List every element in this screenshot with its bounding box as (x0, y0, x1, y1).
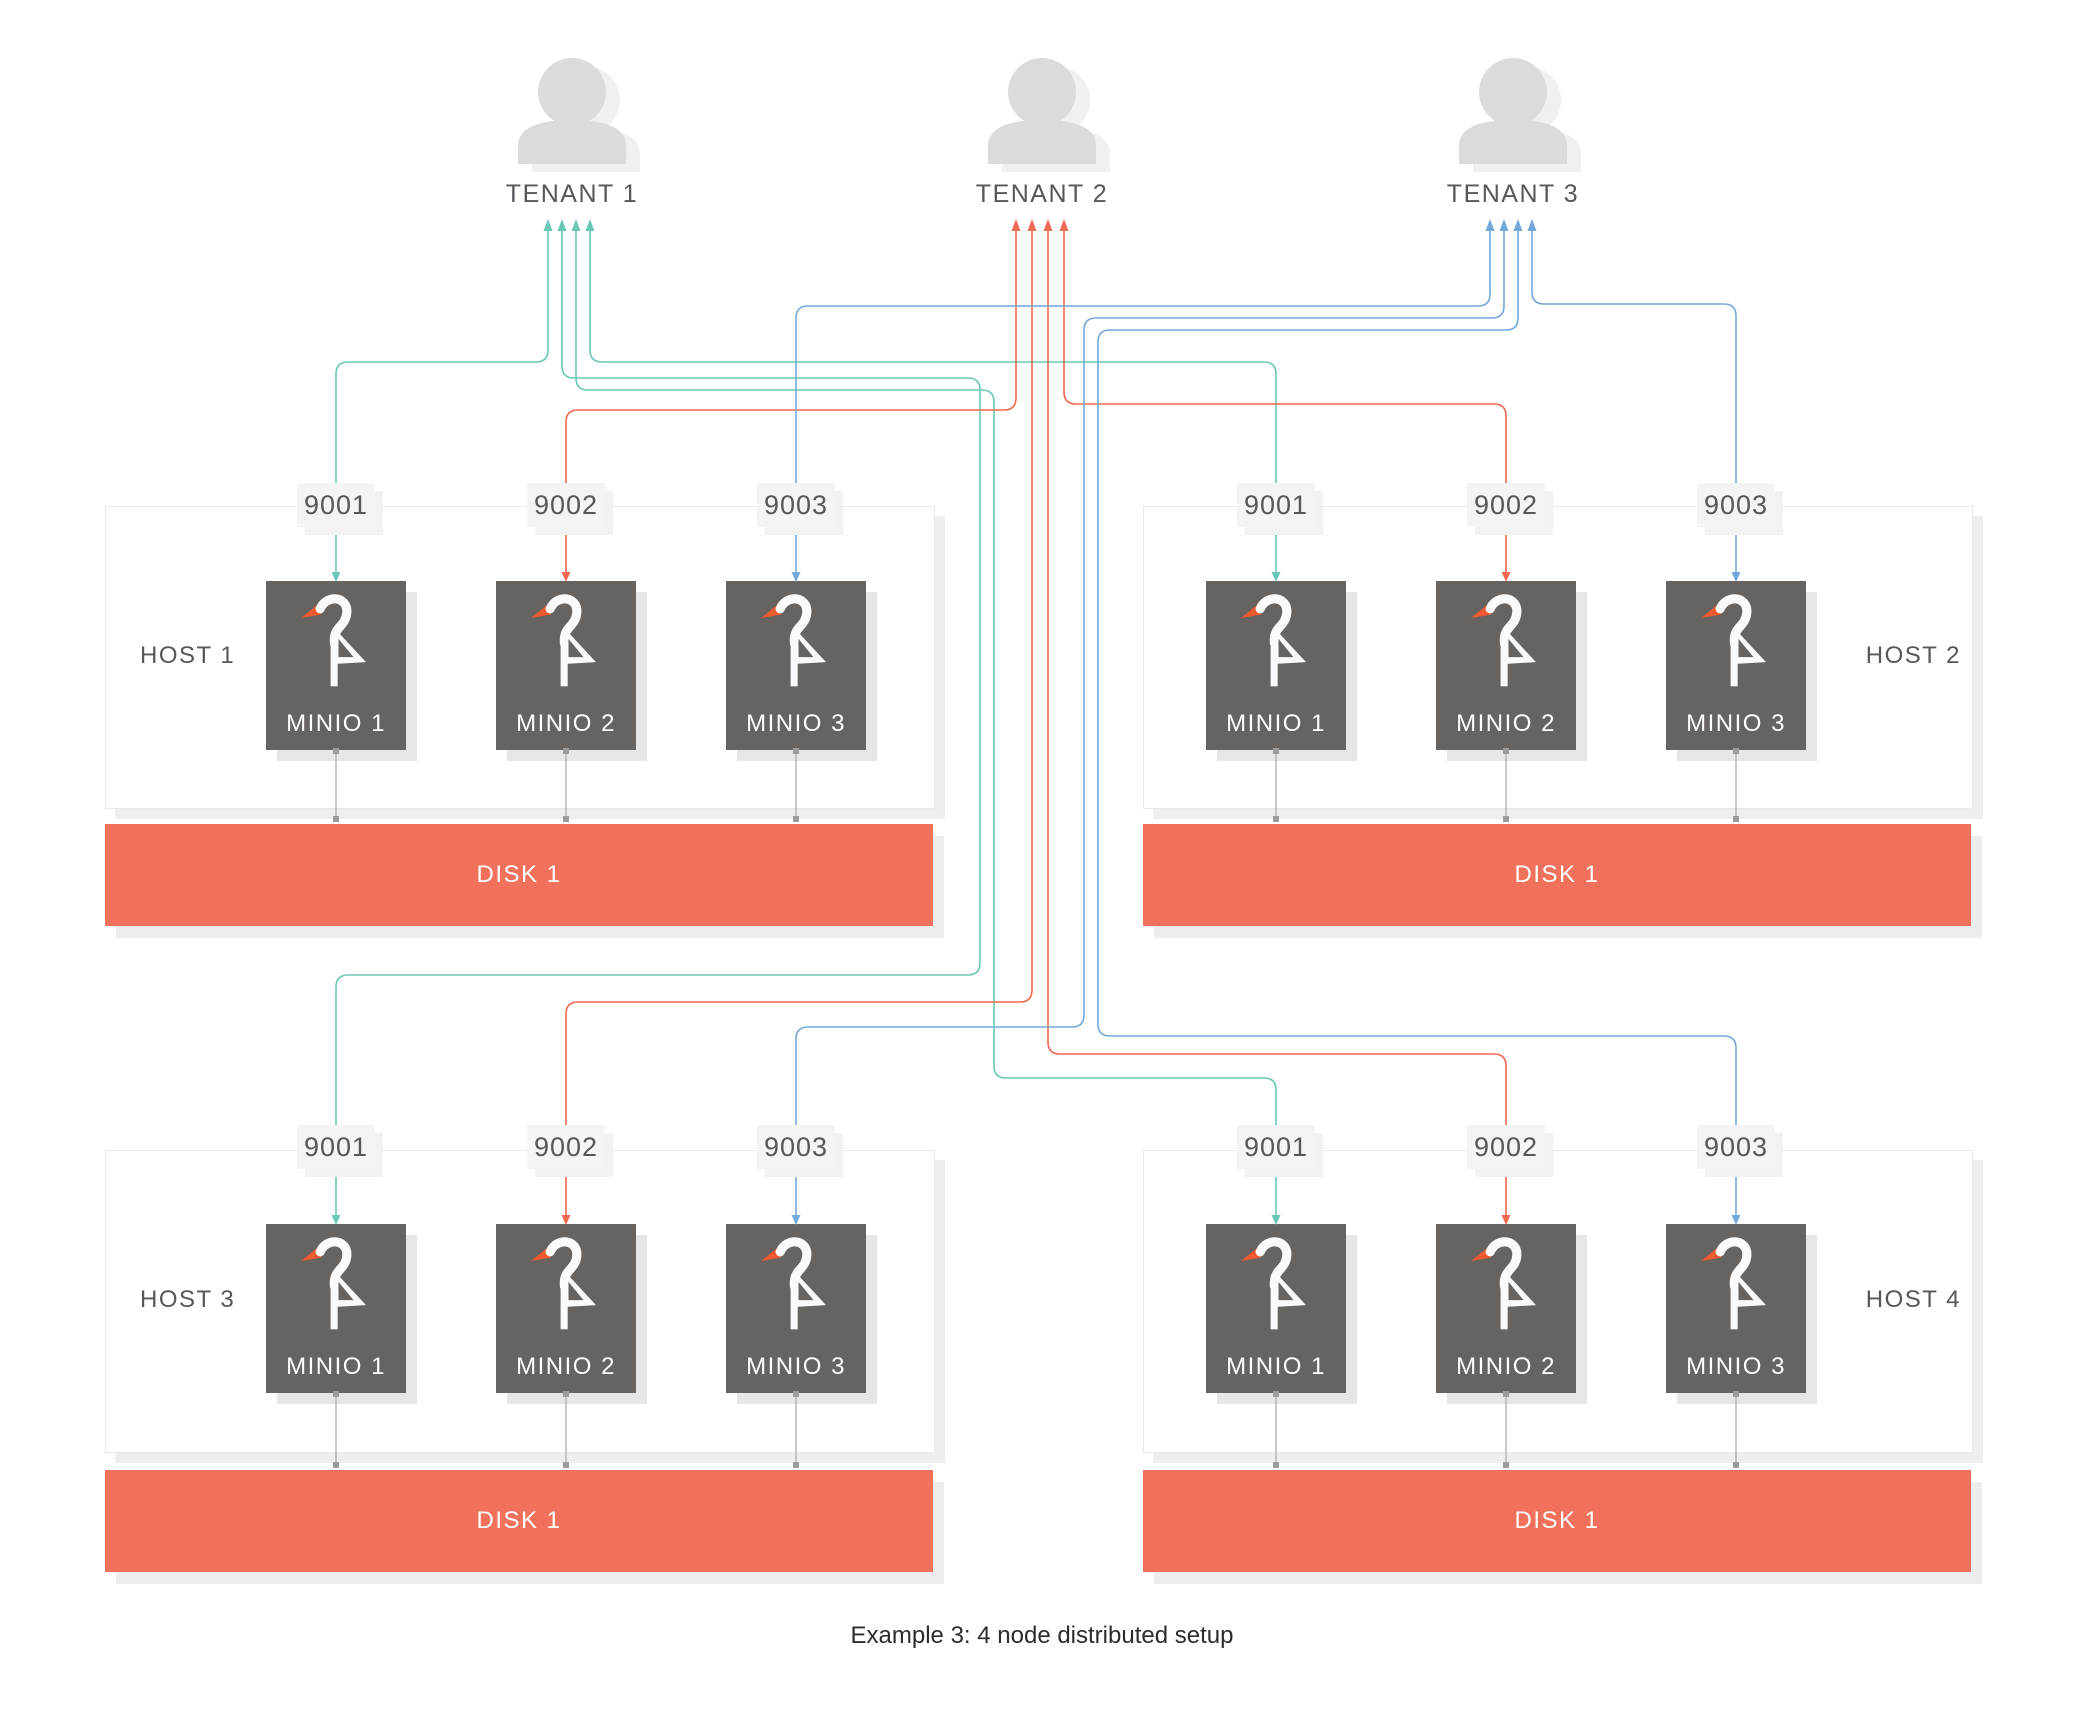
minio-node: MINIO 3 (1666, 1224, 1806, 1393)
minio-node: MINIO 2 (496, 581, 636, 750)
tenant-label: TENANT 2 (975, 180, 1109, 208)
port-badge-9003: 9003 (757, 483, 835, 527)
minio-stork-icon (301, 1237, 366, 1330)
tenant-2: TENANT 2 (942, 52, 1142, 209)
minio-node: MINIO 3 (726, 581, 866, 750)
minio-node: MINIO 1 (266, 581, 406, 750)
minio-node: MINIO 3 (1666, 581, 1806, 750)
tenant-1: TENANT 1 (472, 52, 672, 209)
host-label: HOST 1 (140, 642, 236, 669)
port-badge-9002: 9002 (527, 483, 605, 527)
minio-stork-icon (761, 594, 826, 687)
minio-stork-icon (1471, 1237, 1536, 1330)
minio-stork-icon (1701, 594, 1766, 687)
minio-node-label: MINIO 3 (746, 710, 846, 737)
port-badge-9001: 9001 (1237, 1125, 1315, 1169)
minio-node-label: MINIO 3 (1686, 1353, 1786, 1380)
minio-stork-icon (761, 1237, 826, 1330)
minio-node-label: MINIO 1 (1226, 1353, 1326, 1380)
port-badge-9002: 9002 (1467, 483, 1545, 527)
minio-node-label: MINIO 2 (1456, 710, 1556, 737)
host-label: HOST 4 (1865, 1286, 1961, 1313)
port-badge-9002: 9002 (1467, 1125, 1545, 1169)
minio-node-label: MINIO 1 (286, 710, 386, 737)
user-icon (1459, 58, 1581, 172)
minio-stork-icon (1241, 1237, 1306, 1330)
minio-node: MINIO 1 (266, 1224, 406, 1393)
port-badge-9002: 9002 (527, 1125, 605, 1169)
tenant-3: TENANT 3 (1413, 52, 1613, 209)
port-badge-9001: 9001 (1237, 483, 1315, 527)
user-icon (988, 58, 1110, 172)
minio-node: MINIO 2 (1436, 1224, 1576, 1393)
disk-bar: DISK 1 (1143, 824, 1971, 926)
minio-node-label: MINIO 2 (1456, 1353, 1556, 1380)
minio-stork-icon (531, 594, 596, 687)
port-badge-9003: 9003 (1697, 483, 1775, 527)
minio-node-label: MINIO 3 (746, 1353, 846, 1380)
minio-stork-icon (1241, 594, 1306, 687)
disk-bar: DISK 1 (1143, 1470, 1971, 1572)
disk-bar: DISK 1 (105, 824, 933, 926)
minio-node-label: MINIO 3 (1686, 710, 1786, 737)
minio-node: MINIO 2 (1436, 581, 1576, 750)
host-label: HOST 3 (140, 1286, 236, 1313)
port-badge-9003: 9003 (757, 1125, 835, 1169)
host-label: HOST 2 (1865, 642, 1961, 669)
disk-bar: DISK 1 (105, 1470, 933, 1572)
tenant-label: TENANT 3 (1446, 180, 1580, 208)
port-badge-9001: 9001 (297, 1125, 375, 1169)
port-badge-9001: 9001 (297, 483, 375, 527)
diagram-caption: Example 3: 4 node distributed setup (850, 1622, 1234, 1649)
minio-node-label: MINIO 1 (286, 1353, 386, 1380)
minio-node-label: MINIO 1 (1226, 710, 1326, 737)
minio-stork-icon (301, 594, 366, 687)
minio-node-label: MINIO 2 (516, 710, 616, 737)
minio-node: MINIO 1 (1206, 1224, 1346, 1393)
tenant-label: TENANT 1 (505, 180, 639, 208)
minio-stork-icon (531, 1237, 596, 1330)
minio-node: MINIO 1 (1206, 581, 1346, 750)
port-badge-9003: 9003 (1697, 1125, 1775, 1169)
minio-node: MINIO 2 (496, 1224, 636, 1393)
minio-stork-icon (1701, 1237, 1766, 1330)
minio-stork-icon (1471, 594, 1536, 687)
minio-node-label: MINIO 2 (516, 1353, 616, 1380)
minio-node: MINIO 3 (726, 1224, 866, 1393)
user-icon (518, 58, 640, 172)
